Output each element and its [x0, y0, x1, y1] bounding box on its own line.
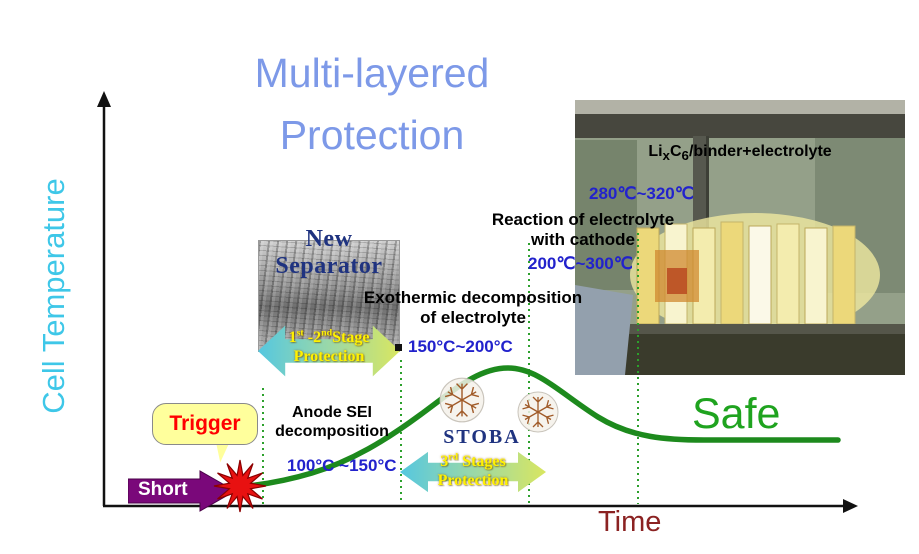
- safe-label: Safe: [692, 390, 781, 438]
- stoba-molecule-2: [516, 390, 560, 434]
- battery-test-photo: [575, 100, 905, 375]
- trigger-callout: Trigger: [152, 403, 258, 445]
- y-axis-arrowhead-icon: [97, 91, 111, 107]
- short-label: Short: [138, 479, 188, 500]
- short-arrow-icon: [128, 470, 236, 512]
- molecule-icon: [439, 377, 485, 423]
- lixc6-label: LixC6/binder+electrolyte: [648, 143, 832, 164]
- x-axis-label: Time: [598, 506, 662, 538]
- exothermic-label: Exothermic decomposition of electrolyte: [363, 288, 583, 327]
- double-arrow-icon: [257, 325, 401, 377]
- cathode-temp: 200℃~300℃: [528, 254, 633, 273]
- starburst-icon: [213, 459, 267, 513]
- exothermic-temp: 150°C~200°C: [408, 337, 513, 356]
- anode-temp: 100°C ~150°C: [287, 456, 397, 475]
- new-separator-label: New Separator: [275, 226, 383, 279]
- battery-test-photo-art: [575, 100, 905, 375]
- stoba-label: STOBA: [443, 426, 521, 448]
- stage3-arrow: [398, 441, 548, 503]
- stage3-protection-label: 3rd Stages Protection: [437, 451, 509, 489]
- anode-sei-label: Anode SEI decomposition: [275, 404, 389, 440]
- title-line1: Multi-layered: [254, 50, 490, 96]
- page-title: Multi-layered Protection: [192, 42, 552, 166]
- y-axis-label: Cell Temperature: [36, 178, 71, 414]
- title-line2: Protection: [279, 112, 465, 158]
- stage12-protection-label: 1st -2ndStage Protection: [288, 327, 370, 365]
- starburst: [212, 458, 268, 514]
- lixc6-temp: 280℃~320℃: [589, 184, 694, 203]
- exothermic-temp-row: 150°C~200°C: [395, 337, 513, 357]
- x-axis-arrowhead-icon: [843, 499, 858, 513]
- stoba-molecule-1: [438, 376, 486, 424]
- bullet-square-icon: [395, 344, 402, 352]
- short-arrow: [128, 470, 236, 512]
- stage12-arrow: [256, 312, 402, 390]
- cathode-reaction-label: Reaction of electrolyte with cathode: [491, 210, 675, 249]
- double-arrow-icon: [400, 451, 546, 493]
- molecule-icon: [517, 391, 559, 433]
- trigger-label: Trigger: [169, 412, 241, 435]
